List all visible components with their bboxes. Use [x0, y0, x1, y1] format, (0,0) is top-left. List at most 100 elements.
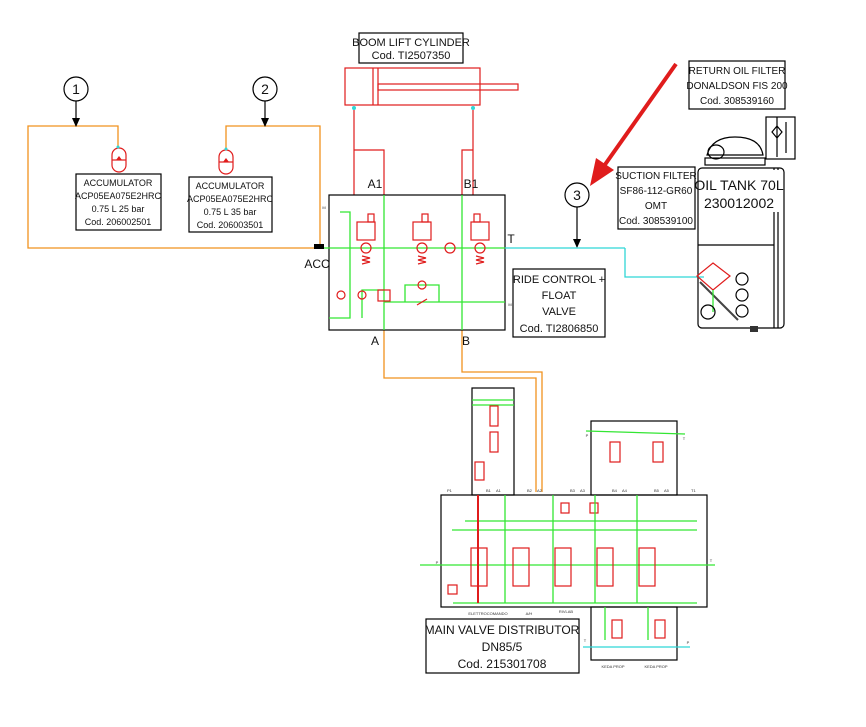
acc-port-fitting — [314, 244, 324, 249]
accumulator-1-model: ACP05EA075E2HRC — [75, 191, 162, 201]
line-a-to-distributor — [383, 330, 537, 492]
relief-valve — [377, 289, 391, 302]
svg-text:1: 1 — [72, 81, 80, 97]
section-2-spool — [512, 547, 530, 587]
lower-block-port-p: P — [687, 640, 690, 645]
accumulator-1-spec: 0.75 L 25 bar — [92, 204, 145, 214]
svg-text:3: 3 — [573, 187, 581, 203]
distributor-sublabel: RIVLAB — [559, 609, 574, 614]
ride-control-code: Cod. TI2806850 — [520, 323, 599, 335]
return-filter-label-box — [688, 60, 786, 110]
tank-return-line-2 — [624, 248, 704, 278]
upper-block-port-t: T — [683, 436, 686, 441]
main-valve-distributor — [420, 387, 715, 661]
boom-cylinder-label-box — [358, 32, 464, 64]
return-filter-model: DONALDSON FIS 200 — [686, 81, 788, 92]
solenoid-valve-3 — [470, 213, 490, 265]
lower-block-sublabel: KEDA PROP — [644, 664, 667, 669]
distributor-port-p: P — [436, 560, 439, 565]
suction-filter-model: SF86-112-GR60 — [620, 186, 693, 197]
section-3-spool — [554, 547, 572, 587]
accumulator-1-name: ACCUMULATOR — [84, 178, 153, 188]
return-filter-symbol — [765, 116, 796, 160]
work-lines — [383, 330, 543, 492]
port-a-label: A — [371, 334, 379, 348]
accumulator-2-spec: 0.75 L 35 bar — [204, 207, 257, 217]
accumulator-2-symbol — [218, 147, 234, 175]
accumulator-2-label-box — [188, 176, 273, 233]
oil-tank — [696, 116, 796, 332]
accumulator-1-line — [27, 125, 318, 249]
solenoid-valve-2 — [412, 213, 432, 265]
port-label: B2 — [527, 488, 533, 493]
suction-filter-code: Cod. 308539100 — [619, 216, 693, 227]
port-label: B3 — [570, 488, 576, 493]
upper-block-port-p: P — [586, 433, 589, 438]
accumulator-1-code: Cod. 206002501 — [85, 217, 152, 227]
suction-filter-name: SUCTION FILTER — [615, 171, 696, 182]
port-label: B1 — [486, 488, 492, 493]
main-valve-name: MAIN VALVE DISTRIBUTOR — [425, 623, 580, 637]
port-label: A5 — [664, 488, 670, 493]
accumulator-2-model: ACP05EA075E2HRC — [187, 194, 274, 204]
red-pointer-arrow-icon — [590, 62, 678, 186]
solenoid-valve-1 — [356, 213, 376, 265]
distributor-sublabel: ELETTROCOMANDO — [468, 611, 507, 616]
port-b1-label: B1 — [464, 177, 479, 191]
port-label: B5 — [654, 488, 660, 493]
distributor-port-labels: P1 B1 A1 B2 A2 B3 A3 B4 A4 B5 A5 T1 — [447, 488, 696, 493]
lower-block-port-t: T — [584, 638, 587, 643]
port-a1-label: A1 — [368, 177, 383, 191]
port-acc-label: ACC — [304, 257, 330, 271]
port-label: P1 — [447, 488, 453, 493]
callout-2-arrow-icon — [261, 118, 269, 127]
ride-control-name: RIDE CONTROL + — [513, 274, 605, 286]
boom-cylinder-name: BOOM LIFT CYLINDER — [352, 37, 470, 49]
oil-tank-code: 230012002 — [704, 195, 774, 211]
cylinder-barrel — [344, 67, 481, 106]
suction-filter-maker: OMT — [645, 201, 667, 212]
lower-block-sublabel: KEDA PROP — [601, 664, 624, 669]
ride-control-label-box — [512, 268, 606, 338]
return-filter-code: Cod. 308539160 — [700, 96, 774, 107]
port-b-label: B — [462, 334, 470, 348]
port-t-label: T — [507, 232, 515, 246]
line-b-to-distributor — [461, 330, 543, 492]
accumulator-2-name: ACCUMULATOR — [196, 181, 265, 191]
distributor-port-t: T — [710, 558, 713, 563]
port-label: A2 — [537, 488, 543, 493]
distributor-sublabel: A/H — [526, 611, 533, 616]
boom-cylinder-code: Cod. TI2507350 — [372, 50, 451, 62]
callout-1-arrow-icon — [72, 118, 80, 127]
port-label: T1 — [691, 488, 696, 493]
accumulator-2-code: Cod. 206003501 — [197, 220, 264, 230]
oil-tank-name: OIL TANK 70L — [694, 177, 783, 193]
return-filter-name: RETURN OIL FILTER — [689, 66, 786, 77]
accumulator-1-symbol — [111, 145, 127, 173]
cylinder-rod — [377, 83, 519, 91]
section-1-spool — [470, 547, 488, 587]
boom-lift-cylinder — [344, 67, 519, 195]
ride-control-name-3: VALVE — [542, 306, 576, 318]
port-label: A3 — [580, 488, 586, 493]
callout-3-arrow-icon — [573, 239, 581, 248]
port-m-right-label: M — [508, 302, 511, 307]
port-label: A4 — [622, 488, 628, 493]
callout-2: 2 — [252, 76, 278, 127]
accumulator-lines — [27, 125, 321, 249]
main-valve-label-box — [425, 618, 580, 674]
port-label: B4 — [612, 488, 618, 493]
main-valve-code: Cod. 215301708 — [458, 657, 547, 671]
ride-control-name-2: FLOAT — [542, 290, 577, 302]
section-4-spool — [596, 547, 614, 587]
port-m-left-label: M — [322, 205, 325, 210]
section-5-spool — [638, 547, 656, 587]
suction-filter-label-box — [617, 166, 696, 230]
check-valve — [444, 242, 456, 254]
callout-1: 1 — [63, 76, 89, 127]
svg-text:2: 2 — [261, 81, 269, 97]
return-filter-head — [706, 136, 764, 156]
port-label: A1 — [496, 488, 502, 493]
callout-3: 3 — [564, 182, 590, 248]
